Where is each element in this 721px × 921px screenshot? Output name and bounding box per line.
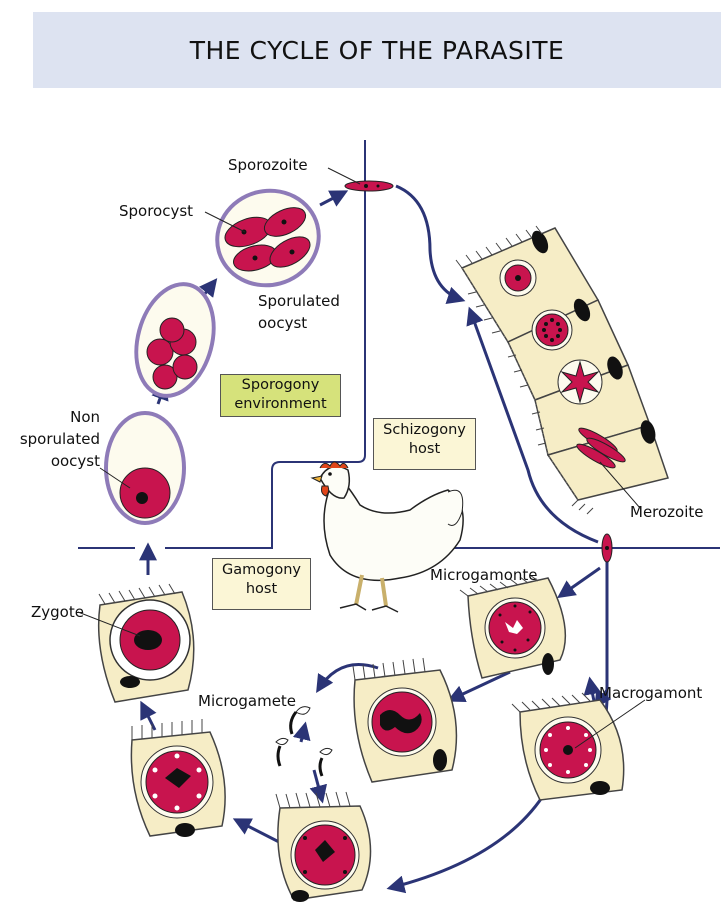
developing-oocyst: [125, 275, 226, 404]
chicken-host-illustration: [312, 462, 463, 612]
fertilized-macrogamete-cell: [276, 792, 371, 902]
label-non-sporulated-2: sporulated: [20, 430, 100, 448]
label-microgamete: Microgamete: [198, 692, 296, 710]
young-oocyst-cell: [131, 719, 225, 837]
sporozoite-cell: [345, 181, 393, 191]
schizogony-line-1: Schizogony: [374, 421, 475, 440]
sporulated-oocyst: [207, 179, 330, 296]
label-non-sporulated-1: Non: [70, 408, 100, 426]
label-sporocyst: Sporocyst: [119, 202, 193, 220]
merozoite-cell: [602, 534, 612, 562]
zygote-cell: [99, 584, 194, 702]
gamogony-host-box: Gamogony host: [212, 558, 311, 610]
sporogony-environment-box: Sporogony environment: [220, 374, 341, 417]
label-macrogamont: Macrogamont: [599, 684, 702, 702]
schizogony-host-box: Schizogony host: [373, 418, 476, 470]
sporogony-line-1: Sporogony: [221, 376, 340, 395]
intestinal-epithelium: [456, 226, 668, 514]
gamogony-line-2: host: [213, 580, 310, 599]
label-non-sporulated-3: oocyst: [51, 452, 100, 470]
non-sporulated-oocyst: [106, 413, 184, 523]
label-merozoite: Merozoite: [630, 503, 704, 521]
gamogony-line-1: Gamogony: [213, 561, 310, 580]
macrogamont-cell: [512, 693, 624, 800]
label-sporozoite: Sporozoite: [228, 156, 308, 174]
microgamete-flagella: [276, 707, 332, 776]
schizogony-line-2: host: [374, 440, 475, 459]
sporogony-line-2: environment: [221, 395, 340, 414]
label-microgamonte: Microgamonte: [430, 566, 538, 584]
label-sporulated-oocyst-1: Sporulated: [258, 292, 340, 310]
microgamonte-cell: [460, 575, 565, 678]
mature-microgamont-cell: [353, 658, 456, 782]
label-zygote: Zygote: [31, 603, 84, 621]
label-sporulated-oocyst-2: oocyst: [258, 314, 307, 332]
